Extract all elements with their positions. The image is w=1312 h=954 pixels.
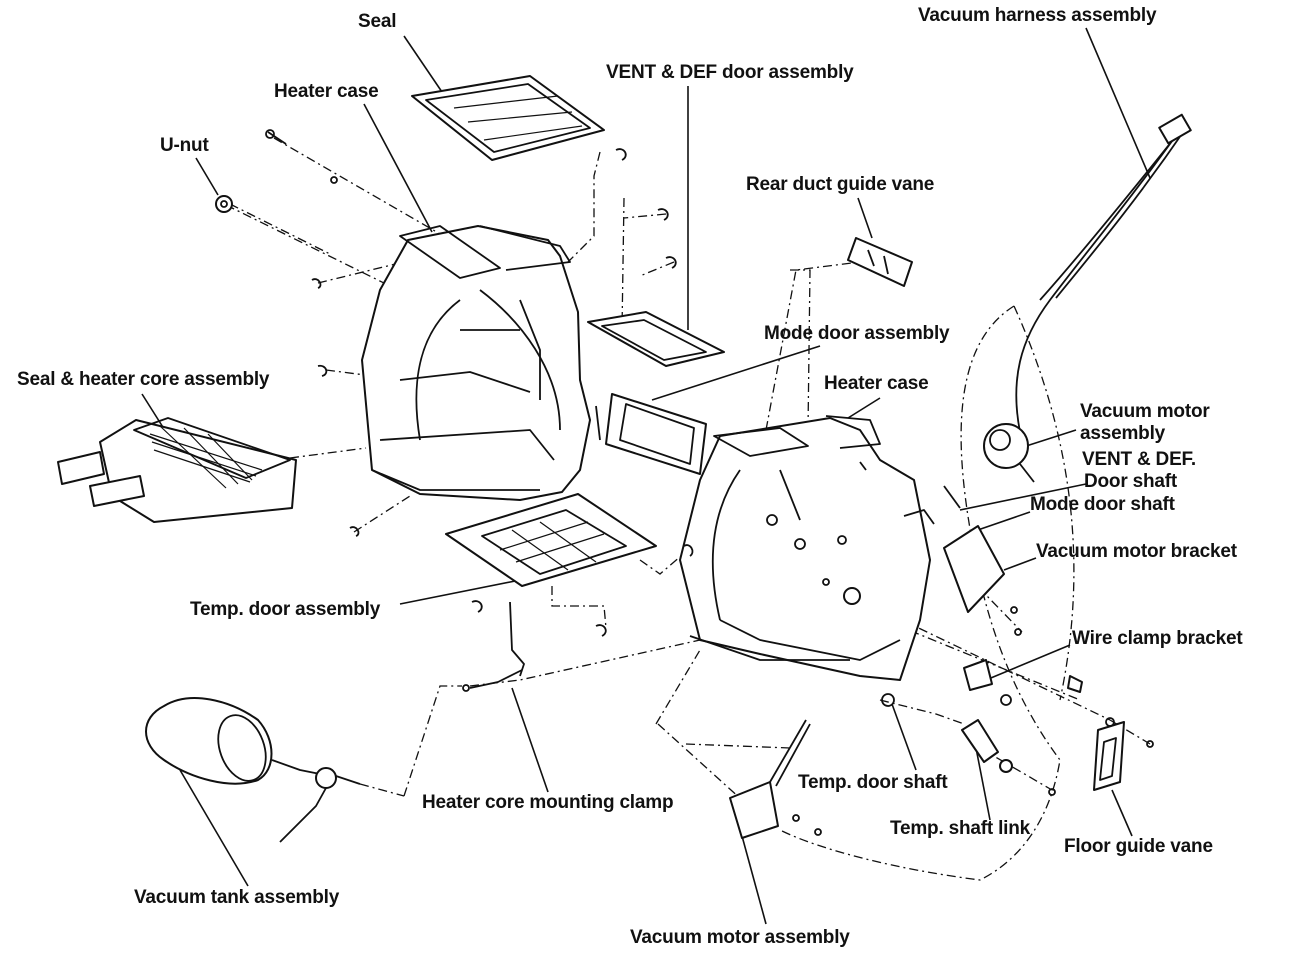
label-heater-case-top: Heater case: [274, 81, 379, 102]
label-vacuum-motor-bracket: Vacuum motor bracket: [1036, 541, 1237, 562]
label-rear-duct-guide-vane: Rear duct guide vane: [746, 174, 935, 195]
label-mode-door-shaft: Mode door shaft: [1030, 494, 1175, 515]
label-temp-shaft-link: Temp. shaft link: [890, 818, 1031, 839]
label-floor-guide-vane: Floor guide vane: [1064, 836, 1213, 857]
label-vent-def-door-shaft-line1: VENT & DEF.: [1082, 449, 1196, 470]
label-heater-core-mounting-clamp: Heater core mounting clamp: [422, 792, 674, 813]
label-vacuum-motor-right-line2: assembly: [1080, 423, 1166, 444]
label-vent-def-door-assembly: VENT & DEF door assembly: [606, 62, 854, 83]
vacuum-motor-bracket-part: [903, 485, 1022, 636]
mounting-clamp-part: [462, 601, 525, 692]
leader-lines: [141, 27, 1151, 925]
label-heater-case-right: Heater case: [824, 373, 929, 394]
vacuum-motor-right-part: [983, 423, 1035, 483]
label-temp-door-shaft: Temp. door shaft: [798, 772, 948, 793]
label-vacuum-tank-assembly: Vacuum tank assembly: [134, 887, 340, 908]
fasteners: [215, 129, 1154, 796]
floor-guide-vane-part: [1093, 721, 1125, 791]
vent-def-door-part: [587, 311, 725, 367]
right-heater-case: [679, 415, 931, 681]
temp-shaft-link-part: [881, 693, 1013, 773]
vacuum-motor-bottom-part: [729, 719, 822, 839]
vacuum-harness-part: [1015, 113, 1192, 433]
label-u-nut: U-nut: [160, 135, 209, 156]
left-heater-case: [361, 225, 591, 501]
rear-duct-guide-vane-part: [847, 237, 913, 287]
wire-clamp-bracket-part: [963, 659, 1083, 706]
vacuum-tank-part: [145, 697, 361, 843]
label-vacuum-motor-assembly-bottom: Vacuum motor assembly: [630, 927, 850, 948]
label-seal-heater-core-assembly: Seal & heater core assembly: [17, 369, 270, 390]
label-wire-clamp-bracket: Wire clamp bracket: [1072, 628, 1243, 649]
seal-part: [411, 75, 605, 161]
mode-door-part: [595, 393, 707, 475]
label-vent-def-door-shaft-line2: Door shaft: [1084, 471, 1178, 492]
temp-door-part: [445, 493, 657, 587]
heater-core-part: [57, 417, 297, 523]
label-vacuum-harness-assembly: Vacuum harness assembly: [918, 5, 1157, 26]
label-temp-door-assembly: Temp. door assembly: [190, 599, 381, 620]
label-seal: Seal: [358, 11, 397, 32]
label-vacuum-motor-right-line1: Vacuum motor: [1080, 401, 1210, 422]
label-mode-door-assembly: Mode door assembly: [764, 323, 950, 344]
